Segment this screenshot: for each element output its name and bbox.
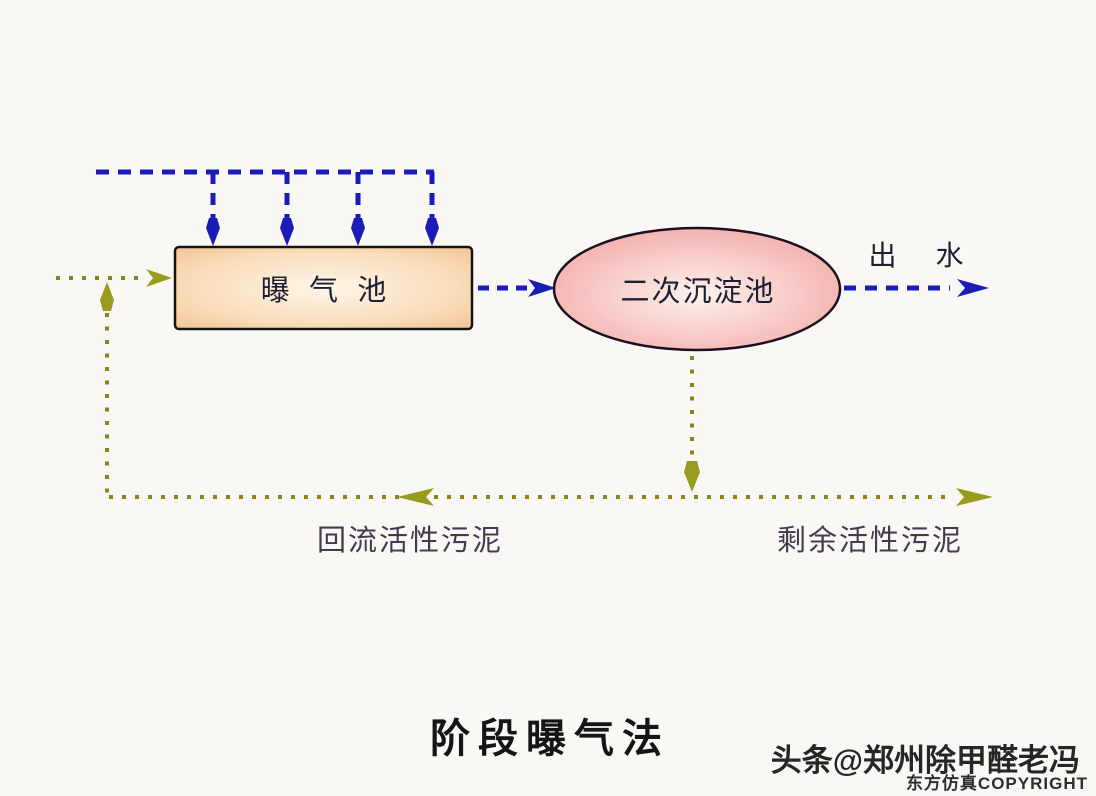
aeration-tank-label: 曝 气 池 (260, 275, 393, 307)
diagram-title: 阶段曝气法 (430, 716, 670, 761)
excess-arrow-right-icon (956, 488, 993, 506)
air-feed-arrowheads (206, 218, 439, 246)
water-flow-arrowheads (528, 279, 989, 297)
effluent-arrow-right-icon (957, 279, 989, 297)
air-feed-lines (96, 169, 435, 218)
effluent-label: 出 水 (868, 241, 980, 272)
aeration-tank-shape (173, 245, 474, 331)
secondary-clarifier-shape (552, 226, 842, 352)
watermark-byline: 头条@郑州除甲醛老冯 (770, 743, 1080, 778)
return-sludge-label: 回流活性污泥 (316, 525, 503, 557)
air-arrow-down-icon (351, 218, 365, 246)
air-arrow-down-icon (425, 218, 439, 246)
excess-sludge-label: 剩余活性污泥 (776, 525, 963, 557)
watermark-copyright: 东方仿真COPYRIGHT (905, 774, 1088, 793)
return-arrow-up-icon (100, 282, 114, 311)
underflow-arrow-down-icon (684, 461, 700, 492)
sludge-lines (56, 276, 953, 499)
sludge-arrowheads (100, 269, 993, 506)
air-arrow-down-icon (206, 218, 220, 246)
return-arrow-left-icon (397, 488, 434, 506)
flow-arrow-right-icon (528, 279, 556, 297)
secondary-clarifier-label: 二次沉淀池 (620, 276, 776, 308)
air-arrow-down-icon (280, 218, 294, 246)
influent-arrow-right-icon (146, 269, 172, 287)
